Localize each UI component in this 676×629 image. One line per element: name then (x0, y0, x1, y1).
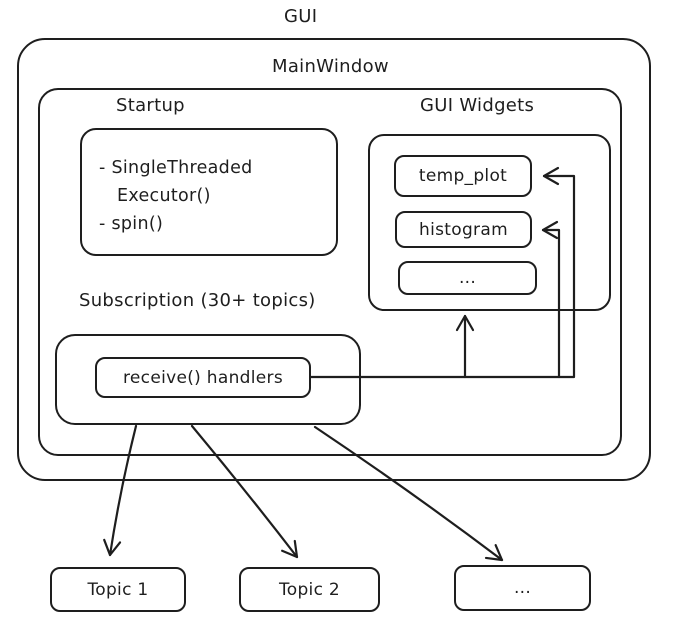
topic-2-box: Topic 2 (239, 567, 380, 612)
histogram-box: histogram (395, 211, 532, 248)
mainwindow-label: MainWindow (272, 56, 389, 77)
topics-more-label: ... (513, 578, 532, 598)
startup-line: Executor() (117, 186, 211, 206)
diagram-title: GUI (284, 6, 318, 27)
subscription-box (55, 334, 361, 425)
subscription-label: Subscription (30+ topics) (79, 290, 316, 311)
widgets-more-label: ... (458, 268, 477, 288)
widgets-more-box: ... (398, 261, 537, 295)
temp-plot-label: temp_plot (418, 166, 508, 186)
topics-more-box: ... (454, 565, 591, 611)
topic-1-box: Topic 1 (50, 567, 186, 612)
receive-handlers-label: receive() handlers (123, 367, 283, 388)
startup-line: - SingleThreaded (99, 158, 253, 178)
topic-2-label: Topic 2 (278, 579, 341, 600)
startup-label: Startup (116, 95, 185, 116)
topic-1-label: Topic 1 (87, 579, 149, 600)
temp-plot-box: temp_plot (394, 155, 532, 197)
gui-widgets-label: GUI Widgets (420, 95, 535, 116)
startup-text: - SingleThreaded Executor() - spin() (99, 154, 253, 238)
receive-handlers-box: receive() handlers (95, 357, 311, 398)
startup-line: - spin() (99, 214, 164, 234)
histogram-label: histogram (419, 219, 508, 240)
